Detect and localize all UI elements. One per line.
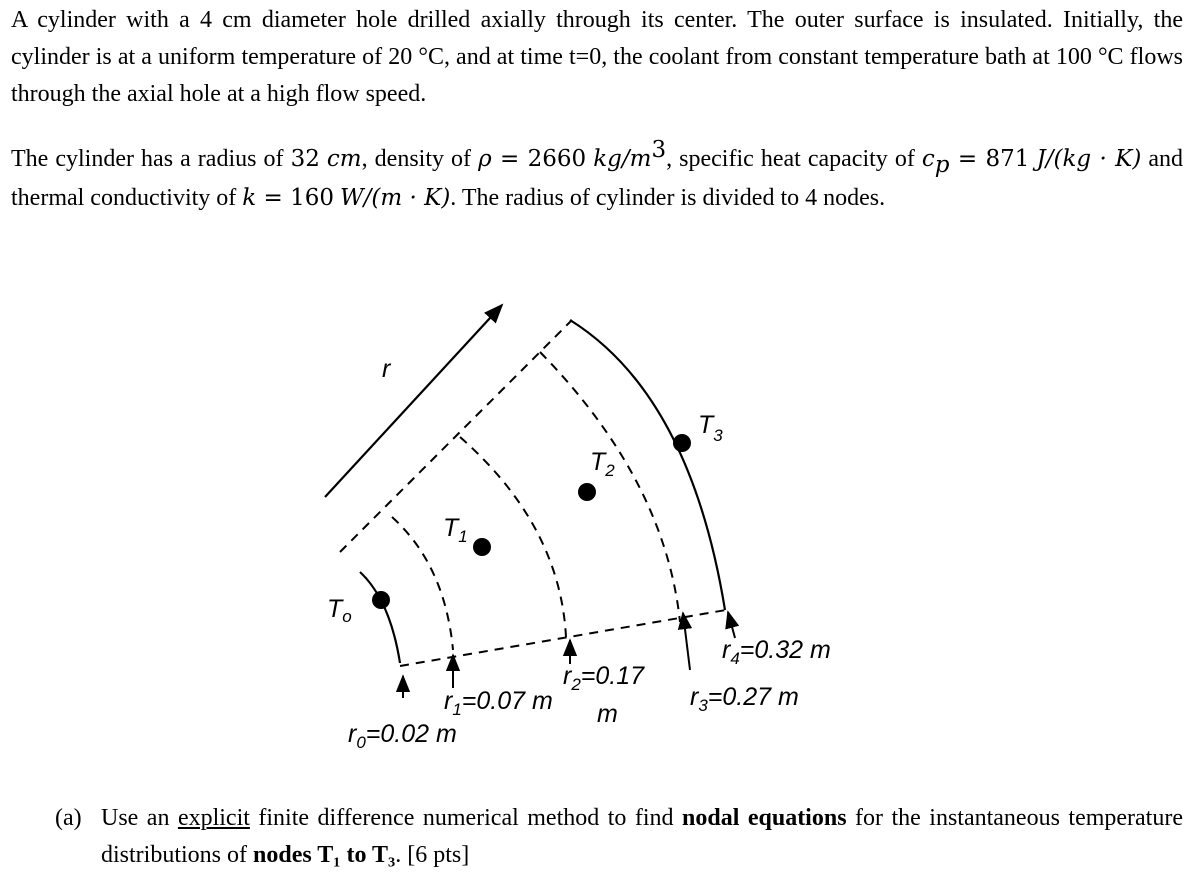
radius-label-r2-unit: m [597, 700, 618, 728]
radius-label-r2: r2=0.17 [563, 662, 645, 694]
node-label-t1: T1 [443, 514, 468, 546]
k-value: 160 [290, 185, 335, 211]
node-dot-t1 [473, 538, 491, 556]
prop-text-1: The cylinder has a radius of [11, 146, 291, 172]
problem-intro: A cylinder with a 4 cm diameter hole dri… [11, 7, 1183, 107]
radial-direction-arrow [324, 303, 504, 498]
node-label-t0: To [327, 595, 352, 626]
node-label-t2: T2 [590, 448, 615, 480]
cp-eq: = [949, 146, 986, 172]
rho-eq: = [491, 146, 528, 172]
cp-unit: J/(kg · K) [1036, 146, 1142, 172]
node-label-t3: T3 [698, 411, 723, 445]
prop-text-3: , specific heat capacity of [666, 146, 922, 172]
radius-unit: cm [326, 146, 362, 172]
node-dot-t3 [673, 434, 691, 452]
radius-label-r0: r0=0.02 m [348, 720, 457, 752]
question-text-1: Use an [101, 805, 178, 831]
inner-boundary-arc [359, 571, 402, 664]
radius-label-r4: r4=0.32 m [722, 636, 831, 668]
question-underlined: explicit [177, 805, 250, 831]
prop-text-5: . The radius of cylinder is divided to 4… [450, 185, 886, 211]
r3-pointer [677, 611, 693, 671]
k-eq: = [256, 185, 291, 211]
radius-label-r1: r1=0.07 m [444, 687, 553, 719]
cv-boundary-r1 [391, 516, 454, 651]
problem-properties: The cylinder has a radius of 32 cm, dens… [11, 137, 1184, 218]
cp-symbol: c [921, 146, 935, 172]
question-a: (a) Use an explicit finite difference nu… [55, 800, 1183, 874]
question-number: (a) [55, 805, 82, 831]
sector-edge-top [339, 319, 573, 553]
question-bold-2: nodes T₁ to T₃ [253, 842, 396, 868]
cylinder-sector-diagram: r To T1 T2 T3 r0=0.02 m r1=0.07 m r2=0.1… [324, 303, 831, 752]
question-bold-1: nodal equations [682, 805, 847, 831]
question-text-4: . [6 pts] [395, 842, 470, 868]
outer-boundary-arc [569, 319, 727, 611]
prop-text-2: , density of [361, 146, 479, 172]
cp-subscript: p [934, 151, 950, 178]
cp-value: 871 [985, 146, 1030, 172]
rho-exponent: 3 [651, 137, 667, 163]
rho-unit: kg/m [593, 146, 652, 172]
rho-symbol: ρ [478, 146, 492, 172]
prop-text-4: and thermal conductivity of [11, 146, 1184, 211]
radius-label-r3: r3=0.27 m [690, 683, 799, 715]
rho-value: 2660 [527, 146, 587, 172]
radius-value: 32 [290, 146, 320, 172]
axis-label-r: r [382, 355, 392, 383]
k-unit: W/(m · K) [340, 185, 451, 211]
question-text-2: finite difference numerical method to fi… [249, 805, 682, 831]
question-text-3: for the instantaneous temperature distri… [101, 805, 1183, 868]
cv-boundary-r3 [539, 351, 681, 623]
node-dot-t2 [578, 483, 596, 501]
k-symbol: k [242, 185, 257, 211]
question-body: Use an explicit finite difference numeri… [101, 800, 1183, 874]
cv-boundary-r2 [459, 436, 567, 638]
r4-pointer [725, 610, 740, 639]
node-dot-t0 [372, 591, 390, 609]
